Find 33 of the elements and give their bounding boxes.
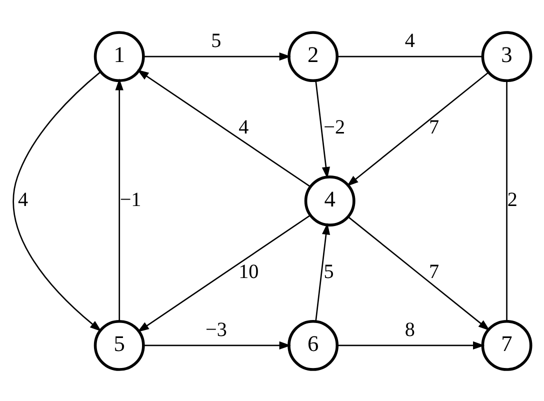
edge-label: −1 — [120, 188, 142, 210]
edge-label: −2 — [324, 116, 346, 138]
node-circle: 6 — [288, 319, 339, 370]
node-circle: 1 — [94, 30, 145, 82]
node-circle: 5 — [94, 319, 145, 370]
arrow — [315, 222, 330, 321]
arrow — [315, 80, 330, 178]
edge-label: 10 — [238, 260, 259, 283]
edge-label: 7 — [428, 116, 440, 138]
connector — [337, 55, 483, 57]
arrow — [115, 78, 124, 321]
arrow — [348, 216, 490, 330]
arrow — [137, 69, 311, 187]
edge-label: −3 — [205, 318, 227, 340]
node-circle: 4 — [304, 175, 356, 226]
arrow — [144, 340, 291, 350]
edge-label: 5 — [324, 260, 334, 283]
arrow — [12, 71, 102, 331]
node-circle: 2 — [288, 30, 339, 82]
arrow — [137, 214, 311, 332]
edge-label: 5 — [211, 29, 222, 52]
edge-label: 4 — [238, 116, 249, 138]
arrow — [346, 71, 489, 186]
edge-label: 8 — [404, 318, 415, 340]
connector — [506, 80, 508, 321]
edge-label: 2 — [507, 188, 518, 210]
edge-label: 4 — [404, 29, 415, 52]
edge-label: 7 — [428, 260, 440, 283]
node-circle: 7 — [481, 319, 532, 370]
edge-label: 4 — [18, 188, 28, 210]
node-circle: 3 — [481, 30, 532, 82]
arrow — [144, 52, 291, 60]
arrow — [337, 340, 485, 350]
